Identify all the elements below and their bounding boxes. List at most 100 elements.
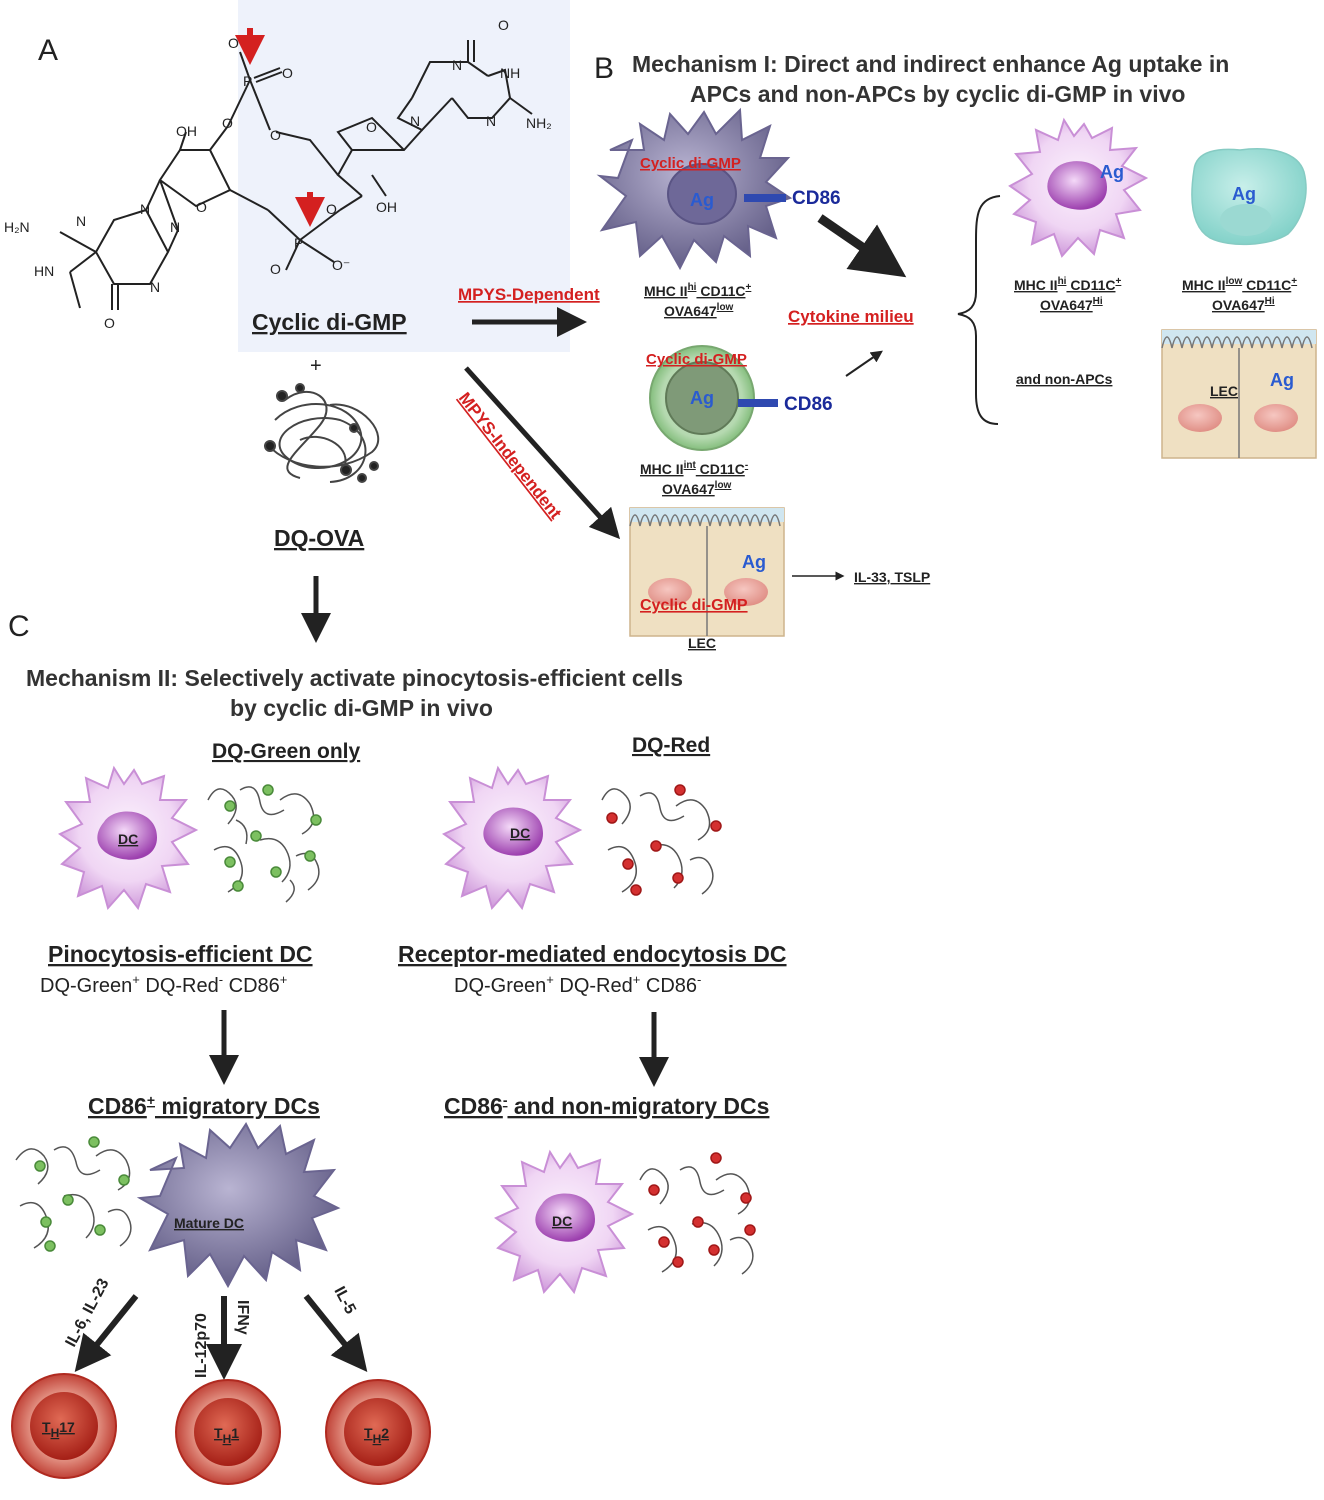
mpys-independent-label: MPYS-Independent — [455, 389, 566, 523]
dc-label-1: DC — [118, 831, 138, 847]
dc-receptor-mediated — [441, 765, 583, 911]
svg-text:H₂N: H₂N — [4, 219, 30, 235]
dc-label-2: DC — [510, 825, 530, 841]
arrow-to-cytokine-milieu-thin — [845, 350, 883, 377]
dq-ova-label: DQ-OVA — [274, 525, 364, 551]
right-cell2-phenotype-line2: OVA647Hi — [1212, 296, 1275, 313]
svg-text:O: O — [282, 65, 293, 81]
dq-ova-fragments-green — [207, 784, 322, 903]
cell1-phenotype-line1: MHC IIhi CD11C+ — [644, 282, 751, 299]
svg-text:O: O — [270, 261, 281, 277]
th2-label: TH2 — [364, 1425, 389, 1446]
migratory-dcs-label: CD86+ migratory DCs — [88, 1092, 320, 1119]
svg-text:OH: OH — [376, 199, 397, 215]
right-cell2-phenotype-line1: MHC IIlow CD11C+ — [1182, 276, 1297, 293]
il5-label: IL-5 — [330, 1284, 358, 1317]
cell1-phenotype-line2: OVA647low — [664, 302, 734, 319]
dq-red-label: DQ-Red — [632, 734, 710, 757]
svg-text:P: P — [243, 73, 252, 89]
cyclic-di-gmp-activated-dc — [596, 107, 793, 271]
svg-text:O⁻: O⁻ — [228, 35, 246, 51]
molecule-highlight — [238, 0, 570, 352]
cyclic-di-gmp-tag-2: Cyclic di-GMP — [646, 351, 747, 368]
pinocytosis-dc-phenotype: DQ-Green+ DQ-Red- CD86+ — [40, 972, 287, 997]
mpys-dependent-label: MPYS-Dependent — [458, 285, 600, 304]
dq-ova-fragments-red — [601, 784, 722, 896]
svg-text:N: N — [76, 213, 86, 229]
non-apcs-label: and non-APCs — [1016, 371, 1113, 387]
arrow-mpys-independent — [464, 366, 621, 540]
lec-label-right: LEC — [1210, 383, 1238, 399]
arrow-to-th17 — [74, 1294, 139, 1373]
th2-cell — [325, 1379, 431, 1485]
panel-letter-b: B — [594, 52, 614, 85]
svg-text:O⁻: O⁻ — [332, 257, 350, 273]
cell2-phenotype-line2: OVA647low — [662, 480, 732, 497]
right-cell1-phenotype-line2: OVA647Hi — [1040, 296, 1103, 313]
cell2-phenotype-line1: MHC IIint CD11C- — [640, 460, 748, 477]
cyclic-di-gmp-tag-1: Cyclic di-GMP — [640, 155, 741, 172]
cd86-label-2: CD86 — [784, 394, 833, 415]
mechanism-1-title-line2: APCs and non-APCs by cyclic di-GMP in vi… — [690, 81, 1185, 107]
svg-text:N: N — [150, 279, 160, 295]
svg-text:O: O — [498, 17, 509, 33]
cytokine-milieu-label: Cytokine milieu — [788, 307, 914, 326]
th1-cell — [175, 1379, 281, 1485]
svg-text:N: N — [486, 113, 496, 129]
intermediate-apc-cell — [649, 345, 778, 451]
svg-text:N: N — [170, 219, 180, 235]
dc-label-3: DC — [552, 1213, 572, 1229]
cd86-label-1: CD86 — [792, 188, 841, 209]
receptor-mediated-dc-title: Receptor-mediated endocytosis DC — [398, 941, 787, 967]
panel-letter-a: A — [38, 34, 58, 67]
th17-label: TH17 — [42, 1419, 75, 1440]
il33-tslp-label: IL-33, TSLP — [854, 569, 930, 585]
svg-text:O: O — [270, 127, 281, 143]
apc-high-uptake-cell — [1008, 117, 1149, 258]
bracket — [957, 195, 1001, 425]
mechanism-2-title-line1: Mechanism II: Selectively activate pinoc… — [26, 665, 683, 691]
svg-text:NH: NH — [500, 65, 520, 81]
ifn-gamma-label: IFNγ — [234, 1300, 251, 1335]
svg-text:N: N — [140, 201, 150, 217]
mature-dc-label: Mature DC — [174, 1215, 244, 1231]
svg-text:N: N — [452, 57, 462, 73]
mature-dc — [136, 1122, 341, 1289]
svg-text:O: O — [104, 315, 115, 331]
lung-epithelial-cells — [629, 507, 785, 637]
ag-label-lec-right: Ag — [1270, 370, 1294, 390]
ag-label-lec: Ag — [742, 552, 766, 572]
svg-text:O: O — [366, 119, 377, 135]
ag-label-2: Ag — [690, 388, 714, 408]
il12p70-label: IL-12p70 — [193, 1313, 210, 1378]
svg-text:HN: HN — [34, 263, 54, 279]
mechanism-1-title-line1: Mechanism I: Direct and indirect enhance… — [632, 51, 1229, 77]
th17-cell — [11, 1373, 117, 1479]
plus-sign: + — [310, 355, 322, 377]
arrow-to-cytokine-milieu-thick — [817, 214, 907, 278]
non-migratory-dc — [493, 1149, 635, 1295]
lec-label: LEC — [688, 635, 716, 651]
dq-ova-fragments-red-bottom — [639, 1152, 756, 1275]
pinocytosis-dc-title: Pinocytosis-efficient DC — [48, 941, 313, 967]
lung-epithelial-cells-right — [1161, 329, 1317, 459]
svg-text:P: P — [294, 235, 303, 251]
ag-label-teal: Ag — [1232, 184, 1256, 204]
cyclic-di-gmp-label: Cyclic di-GMP — [252, 309, 407, 335]
dc-pinocytosis — [57, 765, 199, 911]
svg-text:O: O — [196, 199, 207, 215]
ag-label-right-apc: Ag — [1100, 162, 1124, 182]
dq-green-only-label: DQ-Green only — [212, 740, 361, 763]
arrow-to-th2 — [303, 1294, 368, 1373]
svg-text:N: N — [410, 113, 420, 129]
right-cell1-phenotype-line1: MHC IIhi CD11C+ — [1014, 276, 1121, 293]
svg-text:OH: OH — [176, 123, 197, 139]
cyclic-di-gmp-structure — [59, 40, 533, 310]
apc-low-mhc-cell — [1191, 148, 1307, 246]
mechanism-2-title-line2: by cyclic di-GMP in vivo — [230, 695, 493, 721]
th1-label: TH1 — [214, 1425, 239, 1446]
ag-label-1: Ag — [690, 190, 714, 210]
svg-text:O: O — [326, 201, 337, 217]
dq-ova-fragments-green-bottom — [15, 1136, 132, 1252]
